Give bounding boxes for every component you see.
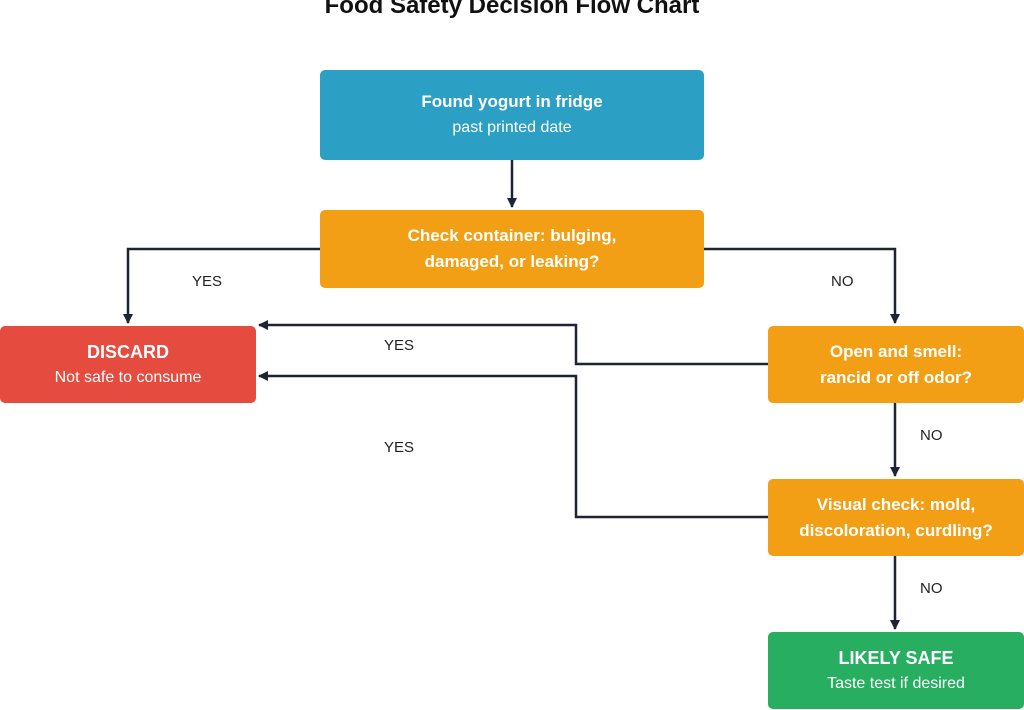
edge-label-container-no: NO [831, 273, 854, 290]
container-check-line2: damaged, or leaking? [424, 252, 600, 271]
start-node: Found yogurt in fridge past printed date [320, 70, 704, 160]
discard-title: DISCARD [86, 341, 169, 362]
visual-check-line2: discoloration, curdling? [799, 520, 993, 540]
edge-label-visual-yes: YES [384, 439, 415, 456]
smell-check-node: Open and smell: rancid or off odor? [768, 326, 1024, 403]
edge-container-to-smell [704, 247, 900, 324]
likely-safe-title: LIKELY SAFE [838, 647, 954, 668]
edge-label-smell-yes: YES [384, 337, 415, 354]
page-title: Food Safety Decision Flow Chart [324, 0, 700, 19]
edge-container-to-discard [123, 247, 320, 324]
discard-subtitle: Not safe to consume [54, 368, 202, 386]
discard-node: DISCARD Not safe to consume [0, 326, 256, 403]
visual-check-line1: Visual check: mold, [816, 494, 976, 514]
container-check-node: Check container: bulging, damaged, or le… [320, 210, 704, 288]
likely-safe-subtitle: Taste test if desired [827, 674, 965, 692]
edge-label-smell-no: NO [920, 427, 943, 444]
container-check-line1: Check container: bulging, [407, 226, 617, 245]
smell-check-line1: Open and smell: [829, 341, 963, 361]
smell-check-line2: rancid or off odor? [819, 367, 973, 387]
start-node-title: Found yogurt in fridge [421, 92, 603, 111]
edge-visual-to-discard [258, 371, 768, 519]
edge-smell-to-discard [258, 320, 768, 366]
start-node-subtitle: past printed date [452, 119, 572, 136]
edge-label-container-yes: YES [192, 273, 223, 290]
edge-label-visual-no: NO [920, 580, 943, 597]
likely-safe-node: LIKELY SAFE Taste test if desired [768, 632, 1024, 709]
visual-check-node: Visual check: mold, discoloration, curdl… [768, 479, 1024, 556]
